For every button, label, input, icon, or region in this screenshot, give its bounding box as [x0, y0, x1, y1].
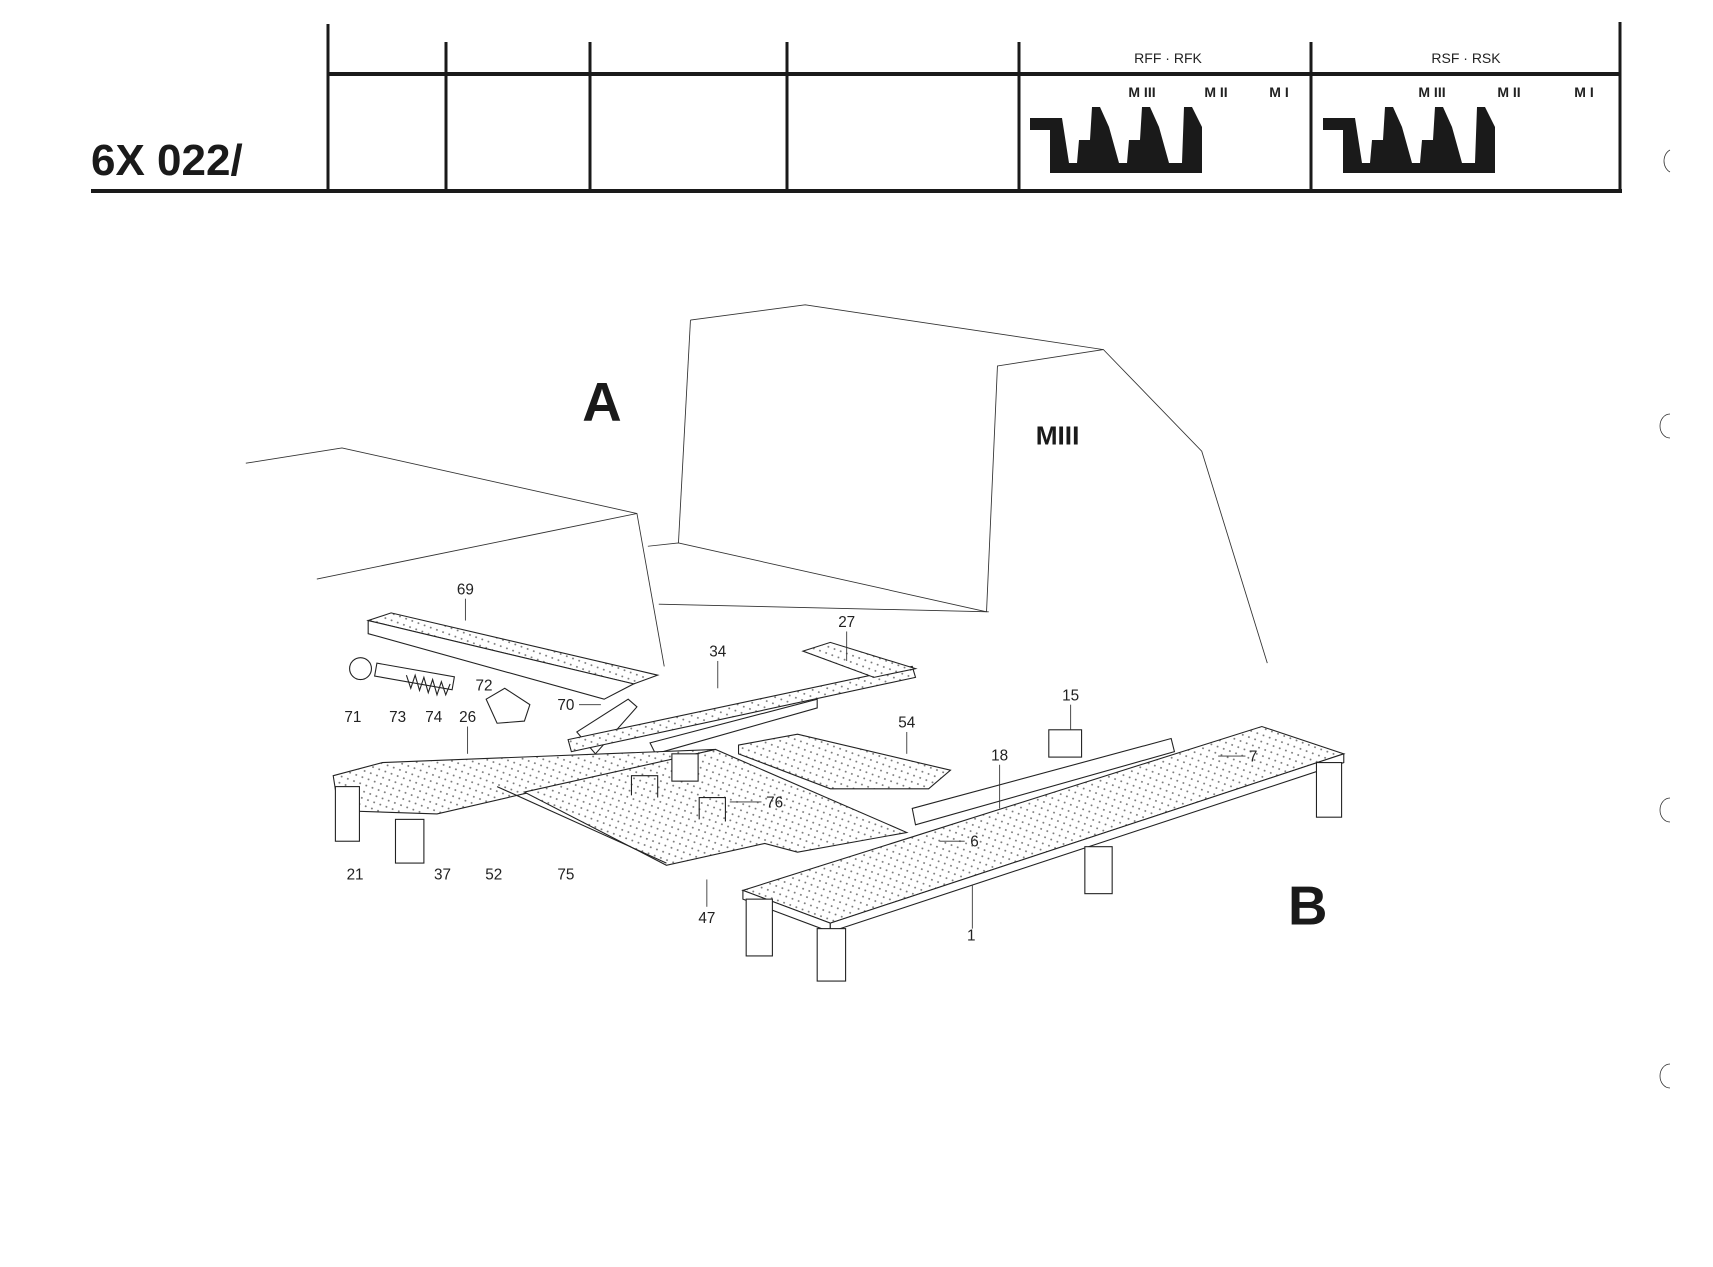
part-number: 76 — [766, 794, 783, 811]
part-number: 72 — [475, 677, 492, 694]
profile-label: M I — [1574, 84, 1593, 100]
bracket-15 — [1048, 729, 1083, 758]
profile-label: M III — [1128, 84, 1155, 100]
part-number: 54 — [898, 715, 915, 732]
document-code: 6X 022/ — [91, 136, 243, 185]
part-number: 21 — [347, 866, 364, 883]
view-label-a: A — [582, 372, 621, 433]
part-number: 34 — [709, 644, 726, 661]
cab-outline — [245, 304, 1268, 667]
handle-76 — [630, 775, 659, 798]
exploded-view: A B MIII 69 27 34 72 70 71 73 74 26 54 1… — [245, 304, 1346, 982]
part-number: 27 — [838, 614, 855, 631]
profile-label: M II — [1497, 84, 1520, 100]
part-number: 18 — [991, 747, 1008, 764]
plate-27 — [801, 641, 918, 678]
part-number: 75 — [557, 866, 574, 883]
part-number: 74 — [425, 709, 442, 726]
part-number: 52 — [485, 866, 502, 883]
part-number: 70 — [557, 697, 574, 714]
plate-54 — [737, 733, 952, 790]
part-number: 37 — [434, 866, 451, 883]
unit-label: MIII — [1036, 421, 1080, 451]
part-number: 7 — [1249, 748, 1257, 765]
header-table: 6X 022/ RFF · RFK RSF · RSK M III M II M… — [91, 22, 1622, 193]
group-label-rff: RFF · RFK — [1134, 50, 1202, 66]
part-number: 73 — [389, 709, 406, 726]
part-number: 47 — [698, 910, 715, 927]
part-number: 6 — [970, 834, 979, 851]
profile-label: M II — [1204, 84, 1227, 100]
rail-34 — [567, 665, 917, 753]
group-label-rsf: RSF · RSK — [1431, 50, 1501, 66]
part-number: 15 — [1062, 687, 1079, 704]
bracket-72 — [485, 687, 531, 724]
profile-label: M I — [1269, 84, 1288, 100]
profile-label: M III — [1418, 84, 1445, 100]
vehicle-profile-icon — [1323, 107, 1495, 173]
part-number: 69 — [457, 581, 474, 598]
support-legs — [334, 753, 1343, 982]
leader-lines — [464, 598, 1246, 929]
bracket-71 — [349, 657, 372, 681]
part-number: 71 — [344, 709, 361, 726]
view-label-b: B — [1288, 875, 1327, 936]
part-number: 26 — [459, 709, 476, 726]
spring-74 — [405, 673, 451, 697]
punch-holes — [1659, 149, 1671, 1089]
vehicle-profile-icon — [1030, 107, 1202, 173]
handle-76 — [698, 796, 726, 822]
rail-18 — [911, 737, 1176, 826]
part-number: 1 — [967, 928, 976, 945]
brace-75 — [496, 786, 667, 864]
plate-47 — [522, 748, 909, 866]
